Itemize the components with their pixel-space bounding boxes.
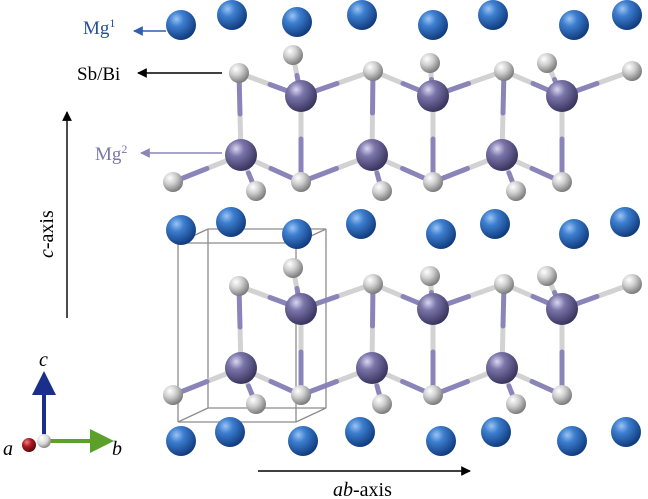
mg1-atom [481, 417, 511, 447]
mg2-atom [486, 139, 518, 171]
sb-bi-atom [163, 172, 183, 192]
mg1-atom [345, 417, 375, 447]
sb-bi-atom [372, 181, 392, 201]
mg1-atom [282, 7, 312, 37]
sb-bi-atom [622, 274, 642, 294]
sb-bi-atom [283, 45, 303, 65]
mg2-atom [225, 352, 257, 384]
mg1-atom [282, 219, 312, 249]
sb-bi-label: Sb/Bi [77, 64, 120, 85]
mg2-atom [486, 352, 518, 384]
triad-a-sphere [22, 438, 36, 452]
sb-bi-atom [506, 394, 526, 414]
mg2-label: Mg2 [95, 142, 127, 165]
triad-b-label: b [112, 438, 122, 460]
sb-bi-atom [420, 53, 440, 73]
sb-bi-atom [246, 394, 266, 414]
mg1-atom [217, 0, 247, 30]
mg2-atom [356, 139, 388, 171]
mg1-atom [426, 426, 456, 456]
sb-bi-atom [291, 172, 311, 192]
mg1-atom [559, 10, 589, 40]
sb-bi-atom [229, 63, 249, 83]
mg1-atom [166, 10, 196, 40]
mg1-atom [478, 0, 508, 30]
sb-bi-atom [537, 266, 557, 286]
mg2-atom [225, 139, 257, 171]
sb-bi-atom [163, 385, 183, 405]
mg2-atom [417, 293, 449, 325]
mg1-atom [166, 426, 196, 456]
sb-bi-atom [506, 181, 526, 201]
sb-bi-atom [363, 274, 383, 294]
mg1-atom [610, 207, 640, 237]
mg2-atom [546, 293, 578, 325]
sb-bi-atom [552, 172, 572, 192]
mg1-atom [347, 0, 377, 30]
sb-bi-atom [494, 61, 514, 81]
sb-bi-atom [363, 61, 383, 81]
mg1-atom [216, 207, 246, 237]
atom-layer [163, 0, 642, 456]
sb-bi-atom [537, 53, 557, 73]
mg1-atom [557, 426, 587, 456]
sb-bi-atom [420, 266, 440, 286]
orientation-triad: c b a [3, 349, 122, 460]
mg1-atom [346, 209, 376, 239]
triad-c-label: c [39, 349, 48, 371]
sb-bi-annotation: Sb/Bi [77, 64, 222, 85]
mg1-atom [166, 215, 196, 245]
mg1-atom [559, 219, 589, 249]
mg2-atom [417, 80, 449, 112]
mg1-atom [215, 417, 245, 447]
sb-bi-atom [372, 394, 392, 414]
mg1-atom [611, 417, 641, 447]
c-axis-label: c-axis [36, 210, 58, 258]
mg2-atom [546, 80, 578, 112]
sb-bi-atom [229, 276, 249, 296]
mg2-atom [356, 352, 388, 384]
sb-bi-atom [246, 181, 266, 201]
sb-bi-atom [291, 385, 311, 405]
mg2-atom [285, 80, 317, 112]
sb-bi-atom [552, 385, 572, 405]
triad-origin-sphere [37, 434, 51, 448]
sb-bi-atom [423, 172, 443, 192]
sb-bi-atom [622, 61, 642, 81]
sb-bi-atom [494, 274, 514, 294]
c-axis-indicator: c-axis [36, 111, 72, 318]
mg1-atom [426, 219, 456, 249]
mg1-atom [480, 209, 510, 239]
sb-bi-atom [423, 385, 443, 405]
triad-a-label: a [3, 438, 13, 460]
mg1-atom [288, 426, 318, 456]
mg2-annotation: Mg2 [95, 142, 222, 165]
mg1-atom [418, 10, 448, 40]
mg1-atom [612, 0, 642, 30]
mg1-label: Mg1 [83, 16, 115, 39]
ab-axis-label: ab-axis [333, 479, 392, 499]
ab-axis-indicator: ab-axis [258, 466, 471, 499]
mg2-atom [285, 293, 317, 325]
mg1-annotation: Mg1 [83, 16, 166, 39]
sb-bi-atom [283, 258, 303, 278]
